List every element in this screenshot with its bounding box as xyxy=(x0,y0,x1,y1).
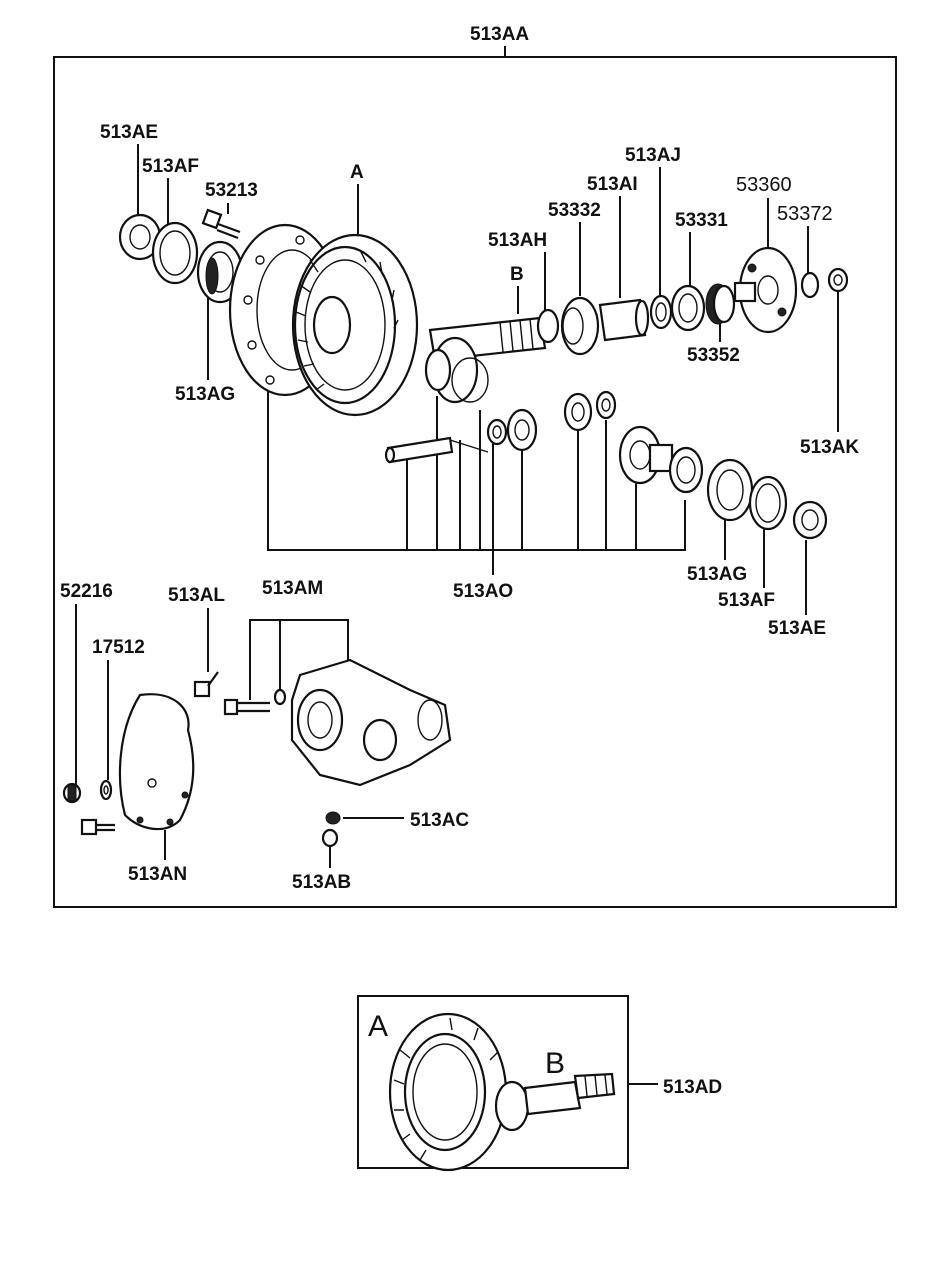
label-513AM: 513AM xyxy=(262,578,323,599)
label-513AG-left: 513AG xyxy=(175,384,235,405)
breather-513AC xyxy=(325,811,341,825)
label-513AH: 513AH xyxy=(488,230,547,251)
drain-plug-52216 xyxy=(62,782,82,804)
label-53360: 53360 xyxy=(736,174,792,196)
label-513AF-left: 513AF xyxy=(142,156,199,177)
label-B: B xyxy=(510,264,524,285)
label-53372: 53372 xyxy=(777,203,833,225)
thrust-washer-a xyxy=(486,418,508,446)
inset-label-B: B xyxy=(545,1047,565,1080)
label-52216: 52216 xyxy=(60,581,113,602)
bolt-513AM xyxy=(223,688,287,716)
inset-label-A: A xyxy=(368,1010,388,1043)
label-53332: 53332 xyxy=(548,200,601,221)
gasket-17512 xyxy=(99,779,113,801)
washer-53372 xyxy=(800,271,820,299)
cover-bolt xyxy=(80,818,115,836)
bolt-513AL xyxy=(193,671,219,698)
bearing-right xyxy=(706,458,754,522)
pinion-gear-small-b xyxy=(563,392,593,432)
bearing-53331 xyxy=(670,284,706,332)
washer-513AH xyxy=(536,308,560,344)
bolt-53213 xyxy=(201,208,241,240)
label-513AG-right: 513AG xyxy=(687,564,747,585)
thrust-washer-b xyxy=(595,390,617,420)
label-513AC: 513AC xyxy=(410,810,469,831)
label-513AN: 513AN xyxy=(128,864,187,885)
label-17512: 17512 xyxy=(92,637,145,658)
label-513AJ: 513AJ xyxy=(625,145,681,166)
label-513AI: 513AI xyxy=(587,174,638,195)
inset-ring-gear xyxy=(388,1012,508,1172)
part-labels: 513AE 513AF 53213 A 513AG B 513AH 53332 … xyxy=(60,122,859,893)
thrust-washer-c xyxy=(668,446,704,494)
nut-513AK xyxy=(827,267,849,293)
label-513AB: 513AB xyxy=(292,872,351,893)
inset-frame xyxy=(357,995,629,1169)
shim-513AJ xyxy=(649,294,673,330)
shim-right xyxy=(748,475,788,531)
label-53331: 53331 xyxy=(675,210,728,231)
label-513AE-right: 513AE xyxy=(768,618,826,639)
plug-513AB xyxy=(321,828,339,848)
leader-lines xyxy=(75,144,839,868)
assembly-frame xyxy=(53,56,897,908)
oil-seal-right xyxy=(792,500,828,540)
shim-left xyxy=(151,221,199,285)
spacer-513AI xyxy=(598,298,650,342)
companion-flange-53360 xyxy=(733,246,798,334)
side-gear xyxy=(618,425,674,485)
label-513AD: 513AD xyxy=(663,1077,722,1098)
carrier-housing xyxy=(290,658,452,787)
pinion-gear-small-a xyxy=(506,408,538,452)
rear-cover-513AN xyxy=(118,693,195,831)
label-53213: 53213 xyxy=(205,180,258,201)
pinion-gear xyxy=(424,336,489,404)
label-513AK: 513AK xyxy=(800,437,859,458)
label-53352: 53352 xyxy=(687,345,740,366)
label-513AA: 513AA xyxy=(470,24,529,45)
inset-drive-pinion xyxy=(494,1072,616,1132)
label-513AL: 513AL xyxy=(168,585,225,606)
label-513AE-left: 513AE xyxy=(100,122,158,143)
label-513AF-right: 513AF xyxy=(718,590,775,611)
ring-gear-A xyxy=(291,233,419,417)
pinion-shaft-pin xyxy=(384,436,489,464)
bearing-53332 xyxy=(560,296,600,356)
label-A: A xyxy=(350,162,364,183)
oil-seal-53352 xyxy=(705,283,736,325)
label-513AO: 513AO xyxy=(453,581,513,602)
